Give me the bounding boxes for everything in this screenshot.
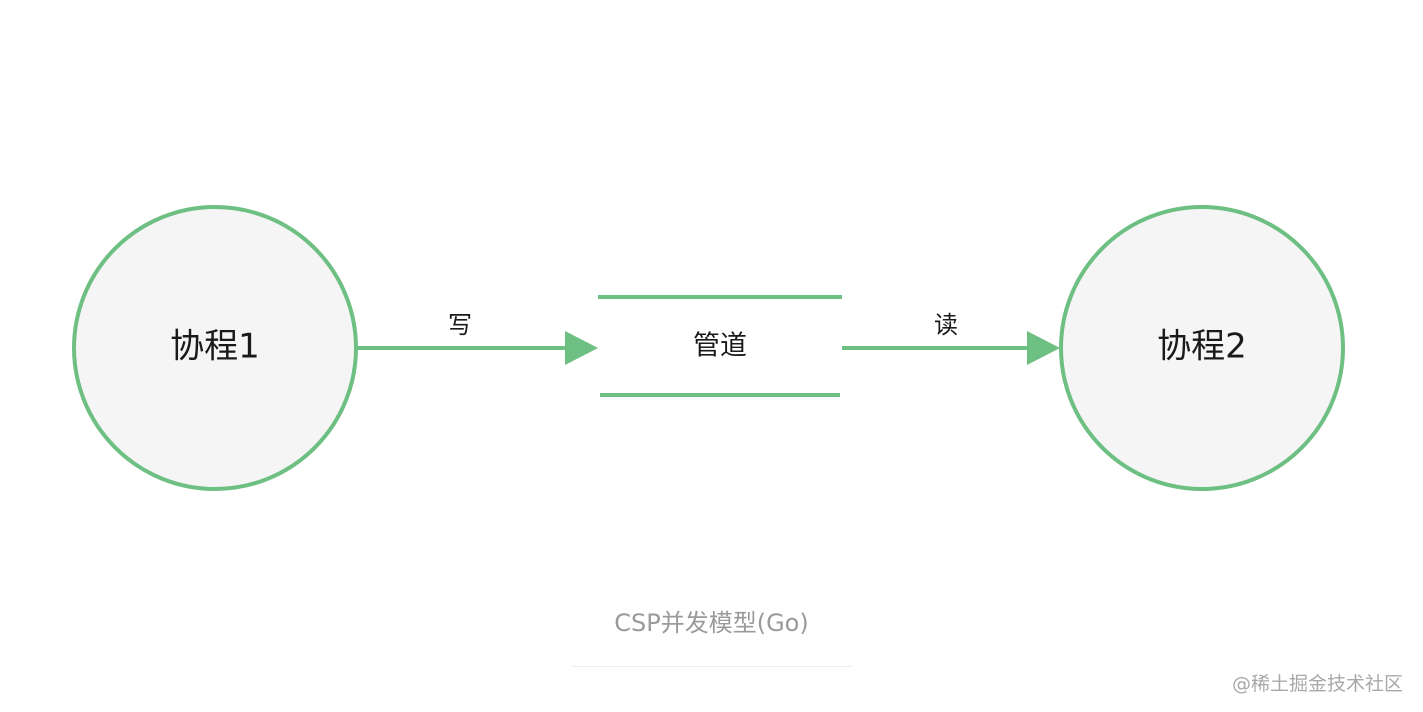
edge-write-arrowhead xyxy=(565,331,598,365)
node-goroutine-2-circle xyxy=(1059,205,1345,491)
figure-caption: CSP并发模型(Go) xyxy=(614,609,809,637)
pipe-label: 管道 xyxy=(693,331,747,362)
node-goroutine-1-circle xyxy=(72,205,358,491)
edge-read-label: 读 xyxy=(934,311,958,339)
edge-read: 读 xyxy=(842,311,1060,365)
node-goroutine-2: 协程2 xyxy=(1059,205,1345,491)
edge-write-label: 写 xyxy=(448,311,472,339)
caption-divider xyxy=(572,666,852,667)
node-goroutine-1-label: 协程1 xyxy=(170,327,260,367)
watermark: @稀土掘金技术社区 xyxy=(1231,673,1403,695)
node-goroutine-2-label: 协程2 xyxy=(1157,327,1247,367)
edge-read-arrowhead xyxy=(1027,331,1060,365)
node-goroutine-1: 协程1 xyxy=(72,205,358,491)
pipe: 管道 xyxy=(598,295,842,397)
edge-write: 写 xyxy=(357,311,598,365)
